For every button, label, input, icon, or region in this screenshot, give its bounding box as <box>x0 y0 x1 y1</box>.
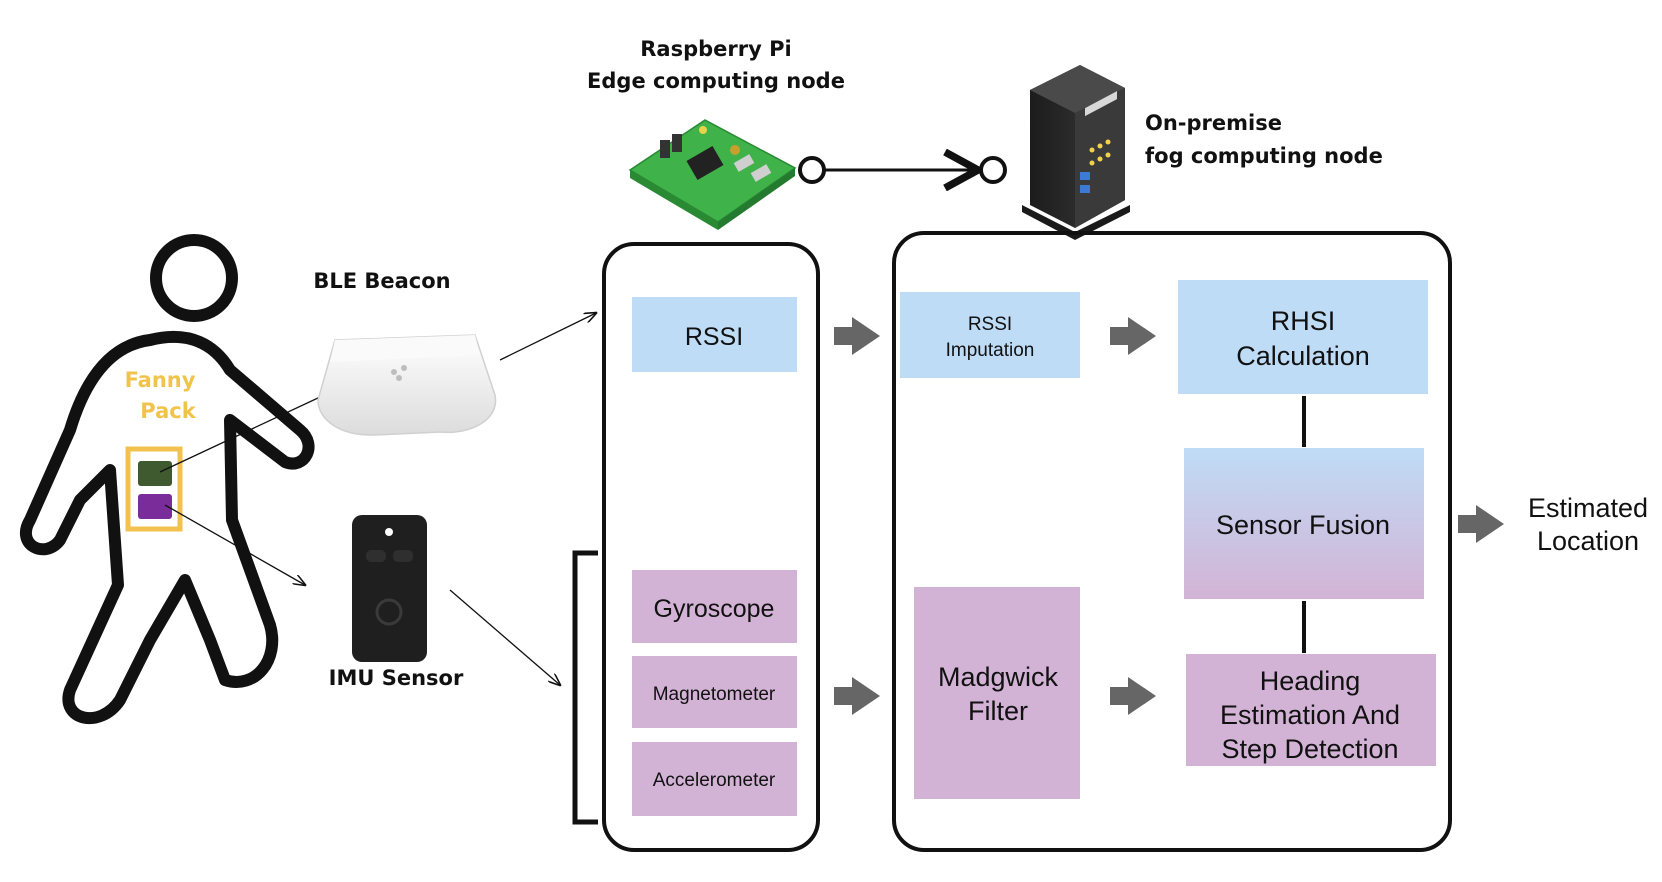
madgwick-label-1: Madgwick <box>938 662 1059 692</box>
fanny-to-beacon-arrow <box>159 390 335 473</box>
imu-group-bracket <box>572 550 598 825</box>
ble-beacon-label: BLE Beacon <box>313 269 450 293</box>
green-device-icon <box>138 461 172 486</box>
beacon-to-edge-arrow <box>499 313 596 361</box>
rssi-label: RSSI <box>685 323 743 351</box>
heading-estimation-box <box>1186 654 1436 766</box>
fanny-pack <box>125 446 183 532</box>
imu-sensor-label: IMU Sensor <box>329 666 464 690</box>
pi-link-end-node <box>979 156 1007 184</box>
rssi-box <box>632 297 797 372</box>
server-tower-icon <box>1022 65 1130 240</box>
madgwick-label-2: Filter <box>968 696 1028 726</box>
raspberry-pi-label-2: Edge computing node <box>587 69 845 93</box>
imputation-to-rhsi-arrow <box>1110 317 1156 355</box>
magnetometer-label: Magnetometer <box>653 684 776 705</box>
fanny-pack-label-2: Pack <box>140 399 196 423</box>
heading-label-1: Heading <box>1260 666 1361 696</box>
pi-link-start-node <box>798 156 826 184</box>
gyroscope-label: Gyroscope <box>654 595 775 623</box>
fog-node-label-2: fog computing node <box>1145 144 1383 168</box>
madgwick-filter-box <box>914 587 1080 799</box>
sensor-fusion-label: Sensor Fusion <box>1216 510 1390 540</box>
rhsi-label-1: RHSI <box>1271 306 1336 336</box>
fog-to-output-arrow <box>1458 505 1504 543</box>
accelerometer-label: Accelerometer <box>653 770 776 791</box>
gyroscope-box <box>632 570 797 643</box>
heading-label-3: Step Detection <box>1221 734 1398 764</box>
raspberry-pi-board-icon <box>628 119 797 230</box>
madgwick-to-heading-arrow <box>1110 677 1156 715</box>
raspberry-pi-label-1: Raspberry Pi <box>640 37 791 61</box>
edge-node-container <box>602 242 820 852</box>
sensor-fusion-box <box>1184 448 1424 599</box>
rhsi-calculation-box <box>1178 280 1428 394</box>
fog-node-label-1: On-premise <box>1145 111 1282 135</box>
edge-to-fog-rssi-arrow <box>834 317 880 355</box>
rssi-imputation-box <box>900 292 1080 378</box>
fanny-pack-label-1: Fanny <box>125 368 196 392</box>
person-outline-icon <box>19 234 315 724</box>
rssi-imputation-label-2: Imputation <box>946 340 1035 361</box>
estimated-location-label-1: Estimated <box>1528 493 1648 523</box>
accelerometer-box <box>632 742 797 816</box>
fog-node-container <box>892 231 1452 852</box>
magnetometer-box <box>632 656 797 728</box>
rhsi-label-2: Calculation <box>1236 341 1370 371</box>
rssi-imputation-label-1: RSSI <box>968 314 1012 335</box>
ble-beacon-icon <box>317 334 497 436</box>
fanny-to-imu-arrow <box>164 504 305 585</box>
estimated-location-label-2: Location <box>1537 526 1639 556</box>
imu-sensor-icon <box>352 515 427 662</box>
purple-device-icon <box>138 494 172 519</box>
edge-to-fog-imu-arrow <box>834 677 880 715</box>
heading-label-2: Estimation And <box>1220 700 1400 730</box>
imu-to-edge-arrow <box>449 589 560 685</box>
